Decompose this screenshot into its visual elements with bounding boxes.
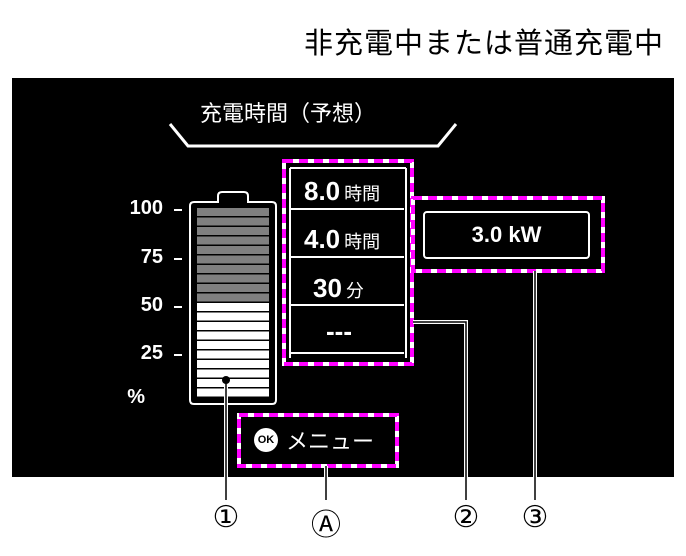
menu-button[interactable]: OK メニュー xyxy=(246,420,390,460)
battery-segment xyxy=(197,246,269,254)
heading-bracket xyxy=(168,123,458,148)
callout-2: ② xyxy=(452,500,480,535)
battery-segment xyxy=(197,341,269,349)
battery-segment xyxy=(197,303,269,311)
scale-label-75: 75 xyxy=(140,246,163,268)
scale-label-100: 100 xyxy=(129,197,163,219)
time-unit: 時間 xyxy=(344,232,381,253)
time-unit: 分 xyxy=(345,281,364,302)
charge-time-heading: 充電時間（予想） xyxy=(200,102,377,127)
battery-icon xyxy=(189,191,277,405)
time-value: --- xyxy=(326,316,352,346)
time-value: 8.0 xyxy=(304,176,341,206)
scale-label-50: 50 xyxy=(140,294,163,316)
battery-segment xyxy=(197,360,269,368)
scale-label-25: 25 xyxy=(140,342,163,364)
battery-segment xyxy=(197,379,269,387)
battery-segment xyxy=(197,208,269,216)
time-value: 4.0 xyxy=(304,224,341,254)
battery-segment xyxy=(197,322,269,330)
battery-segment xyxy=(197,293,269,302)
battery-segment xyxy=(197,217,269,226)
battery-segment xyxy=(197,265,269,273)
time-unit: 時間 xyxy=(344,184,381,205)
menu-label: メニュー xyxy=(286,430,375,455)
battery-segment xyxy=(197,388,269,397)
battery-segment xyxy=(197,331,269,340)
charging-power: 3.0 kW xyxy=(423,211,590,259)
battery-segment xyxy=(197,369,269,378)
battery-segment xyxy=(197,274,269,283)
battery-segment xyxy=(197,350,269,359)
diagram-title: 非充電中または普通充電中 xyxy=(303,26,664,60)
battery-segment xyxy=(197,255,269,264)
time-value: 30 xyxy=(313,273,342,303)
scale-ticks xyxy=(174,209,182,356)
callout-1: ① xyxy=(212,500,240,535)
battery-segment xyxy=(197,227,269,235)
battery-segment xyxy=(197,312,269,321)
callout-3: ③ xyxy=(521,500,549,535)
battery-segment xyxy=(197,236,269,245)
scale-unit: % xyxy=(127,386,145,408)
time-row-4: --- xyxy=(326,316,352,347)
battery-segment xyxy=(197,284,269,292)
callout-a: Ⓐ xyxy=(311,508,341,543)
ok-icon: OK xyxy=(254,428,278,452)
